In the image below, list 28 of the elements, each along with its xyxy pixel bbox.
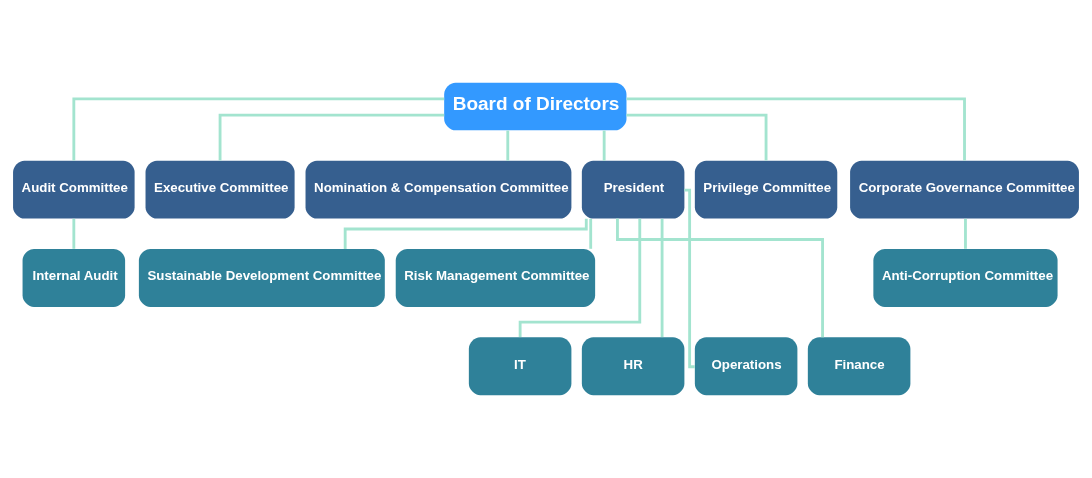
node-box: Nomination & Compensation Committee bbox=[305, 160, 572, 219]
node-box: Corporate Governance Committee bbox=[850, 160, 1079, 219]
connector bbox=[626, 113, 768, 161]
node-box: President bbox=[581, 160, 685, 219]
node-box: Operations bbox=[694, 337, 798, 396]
connector bbox=[684, 188, 695, 369]
node-box: Audit Committee bbox=[13, 160, 135, 219]
node-box: Finance bbox=[807, 337, 911, 396]
node-box: Executive Committee bbox=[145, 160, 295, 219]
node-box: Internal Audit bbox=[22, 248, 126, 307]
connector bbox=[589, 218, 593, 249]
node-box: Board of Directors bbox=[444, 82, 627, 131]
connector bbox=[218, 113, 445, 161]
connector bbox=[72, 97, 445, 161]
node-box: Anti-Corruption Committee bbox=[873, 248, 1058, 307]
connector bbox=[602, 130, 606, 161]
node-box: Sustainable Development Committee bbox=[138, 248, 385, 307]
node-box: IT bbox=[468, 337, 572, 396]
connector bbox=[616, 218, 824, 338]
node-box: HR bbox=[581, 337, 685, 396]
node-box: Risk Management Committee bbox=[395, 248, 596, 307]
node-box: Privilege Committee bbox=[694, 160, 838, 219]
connector bbox=[72, 218, 76, 249]
connector bbox=[660, 218, 664, 338]
connector bbox=[964, 218, 967, 249]
connector bbox=[506, 130, 510, 161]
connector bbox=[626, 97, 966, 161]
connector bbox=[518, 218, 642, 338]
